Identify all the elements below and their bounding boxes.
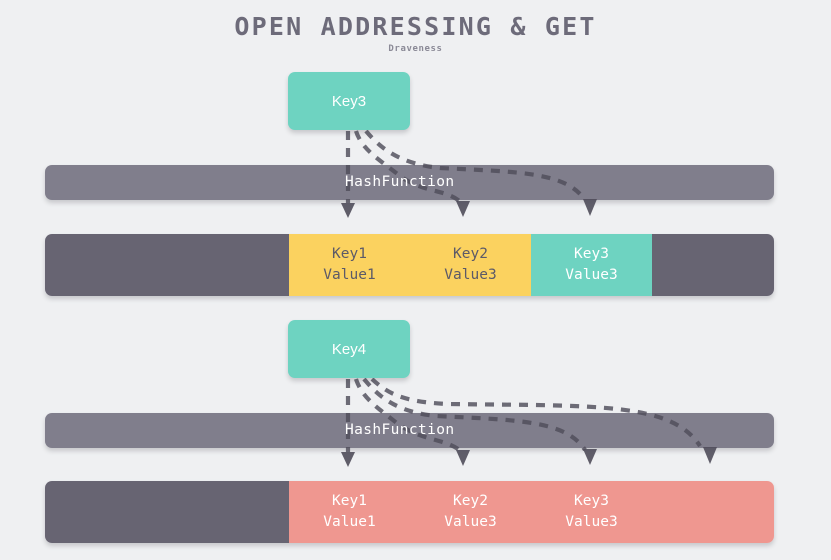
cell-value: Value1 bbox=[323, 267, 376, 283]
table-cell bbox=[652, 481, 774, 543]
table-cell: Key1 Value1 bbox=[289, 481, 410, 543]
cell-value: Value3 bbox=[565, 514, 618, 530]
cell-key: Key3 bbox=[574, 245, 609, 262]
cell-value: Value3 bbox=[444, 267, 497, 283]
page-title: OPEN ADDRESSING & GET bbox=[234, 12, 597, 41]
table-cell: Key2 Value3 bbox=[410, 481, 531, 543]
table-cell: Key2 Value3 bbox=[410, 234, 531, 296]
page-subtitle: Draveness bbox=[388, 44, 443, 54]
hash-function-label-1: HashFunction bbox=[345, 174, 455, 190]
table-cell: Key3 Value3 bbox=[531, 481, 652, 543]
table-cell: Key3 Value3 bbox=[531, 234, 652, 296]
key-box-key4: Key4 bbox=[288, 320, 410, 378]
hash-function-label-2: HashFunction bbox=[345, 422, 455, 438]
cell-value: Value3 bbox=[444, 514, 497, 530]
key-box-key3: Key3 bbox=[288, 72, 410, 130]
table-cell bbox=[45, 481, 289, 543]
table-cell bbox=[45, 234, 289, 296]
table-cell: Key1 Value1 bbox=[289, 234, 410, 296]
cell-key: Key3 bbox=[574, 492, 609, 509]
cell-key: Key2 bbox=[453, 245, 488, 262]
cell-key: Key1 bbox=[332, 245, 367, 262]
table-cell bbox=[652, 234, 774, 296]
hash-table-row-2: Key1 Value1 Key2 Value3 Key3 Value3 bbox=[45, 481, 774, 543]
cell-key: Key1 bbox=[332, 492, 367, 509]
key-box-label: Key3 bbox=[331, 92, 367, 110]
hash-table-row-1: Key1 Value1 Key2 Value3 Key3 Value3 bbox=[45, 234, 774, 296]
cell-value: Value3 bbox=[565, 267, 618, 283]
cell-value: Value1 bbox=[323, 514, 376, 530]
cell-key: Key2 bbox=[453, 492, 488, 509]
key-box-label: Key4 bbox=[331, 340, 367, 358]
